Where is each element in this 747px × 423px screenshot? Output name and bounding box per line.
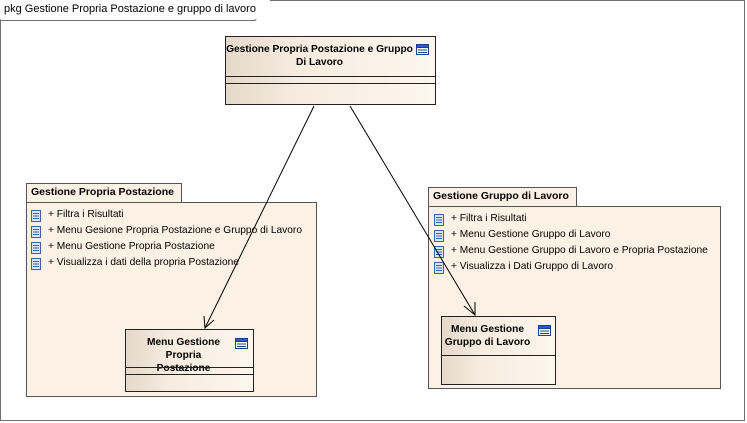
main-class-separator-2 xyxy=(226,83,435,84)
left-class-box[interactable]: Menu Gestione Propria Postazione xyxy=(125,329,254,392)
left-class-title: Menu Gestione Propria Postazione xyxy=(146,337,221,374)
class-icon xyxy=(416,44,429,55)
left-item-label: + Menu Gestione Propria Postazione xyxy=(48,241,215,252)
class-icon xyxy=(235,338,248,349)
left-item-label: + Menu Gesione Propria Postazione e Grup… xyxy=(48,225,302,236)
left-item-label: + Filtra i Risultati xyxy=(48,209,124,220)
operation-icon xyxy=(31,258,41,270)
right-item-label: + Visualizza i Dati Gruppo di Lavoro xyxy=(451,261,614,272)
operation-icon xyxy=(434,246,444,258)
right-class-title: Menu Gestione Gruppo di Lavoro xyxy=(444,324,531,348)
left-class-separator-2 xyxy=(126,374,253,375)
main-class-title: Gestione Propria Postazione e Gruppo Di … xyxy=(226,44,413,68)
left-class-separator xyxy=(126,367,253,368)
right-class-box[interactable]: Menu Gestione Gruppo di Lavoro xyxy=(441,316,556,385)
right-item-label: + Menu Gestione Gruppo di Lavoro xyxy=(451,229,611,240)
operation-icon xyxy=(434,230,444,242)
frame-title: pkg Gestione Propria Postazione e gruppo… xyxy=(0,0,270,19)
right-class-separator xyxy=(442,355,555,356)
operation-icon xyxy=(31,226,41,238)
class-icon xyxy=(538,325,551,336)
main-class-box[interactable]: Gestione Propria Postazione e Gruppo Di … xyxy=(225,36,436,105)
right-item-label: + Menu Gestione Gruppo di Lavoro e Propr… xyxy=(451,245,708,256)
right-item-label: + Filtra i Risultati xyxy=(451,213,527,224)
operation-icon xyxy=(434,214,444,226)
operation-icon xyxy=(31,210,41,222)
right-package-tab[interactable]: Gestione Gruppo di Lavoro xyxy=(428,187,577,207)
main-class-separator xyxy=(226,76,435,77)
left-package-tab[interactable]: Gestione Propria Postazione xyxy=(26,183,182,203)
operation-icon xyxy=(434,262,444,274)
operation-icon xyxy=(31,242,41,254)
left-item-label: + Visualizza i dati della propria Postaz… xyxy=(48,257,239,268)
